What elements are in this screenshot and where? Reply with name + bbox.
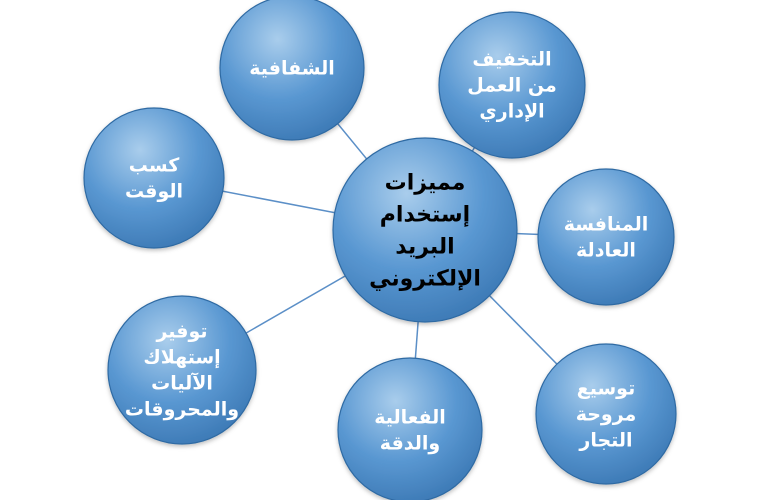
- reduce-admin-work-label-line: من العمل: [467, 75, 557, 97]
- node-effectiveness-accuracy: الفعالية والدقة: [337, 357, 483, 500]
- save-fuel-circle: [107, 295, 257, 445]
- node-reduce-admin-work: التخفيف من العمل الإداري: [438, 11, 586, 159]
- center-label-line: إستخدام: [380, 203, 470, 228]
- node-save-time: كسب الوقت: [83, 107, 225, 249]
- save-fuel-label-line: إستهلاك: [143, 347, 220, 369]
- fair-competition-label-line: العادلة: [576, 240, 636, 262]
- effectiveness-accuracy-circle: [337, 357, 483, 500]
- expand-merchants-label-line: التجار: [578, 430, 632, 452]
- transparency-label-line: الشفافية: [249, 58, 335, 80]
- save-fuel-label-line: والمحروقات: [125, 399, 239, 421]
- save-time-label-line: الوقت: [125, 181, 183, 203]
- save-fuel-label-line: الآليات: [151, 372, 213, 395]
- effectiveness-accuracy-label-line: الفعالية: [374, 407, 446, 429]
- node-save-fuel: توفير إستهلاك الآليات والمحروقات: [107, 295, 257, 445]
- center-label-line: مميزات: [385, 171, 466, 196]
- save-time-circle: [83, 107, 225, 249]
- expand-merchants-circle: [535, 343, 677, 485]
- center-circle: [332, 137, 518, 323]
- center-node: مميزات إستخدام البريد الإلكتروني: [332, 137, 518, 323]
- reduce-admin-work-label-line: الإداري: [479, 101, 544, 124]
- transparency-circle: [219, 0, 365, 141]
- node-fair-competition: المنافسة العادلة: [537, 168, 675, 306]
- center-label-line: الإلكتروني: [369, 267, 481, 292]
- expand-merchants-label-line: توسيع: [577, 378, 635, 400]
- save-fuel-label-line: توفير: [155, 321, 207, 343]
- node-expand-merchants: توسيع مروحة التجار: [535, 343, 677, 485]
- fair-competition-circle: [537, 168, 675, 306]
- reduce-admin-work-circle: [438, 11, 586, 159]
- effectiveness-accuracy-label-line: والدقة: [380, 433, 440, 455]
- fair-competition-label-line: المنافسة: [564, 214, 649, 236]
- save-time-label-line: كسب: [129, 155, 180, 177]
- center-label-line: البريد: [395, 235, 454, 260]
- reduce-admin-work-label-line: التخفيف: [472, 49, 551, 71]
- bubbles-group: الشفافية التخفيف من العمل الإداري كسب الوقت ال…: [83, 0, 677, 500]
- node-transparency: الشفافية: [219, 0, 365, 141]
- expand-merchants-label-line: مروحة: [576, 404, 637, 426]
